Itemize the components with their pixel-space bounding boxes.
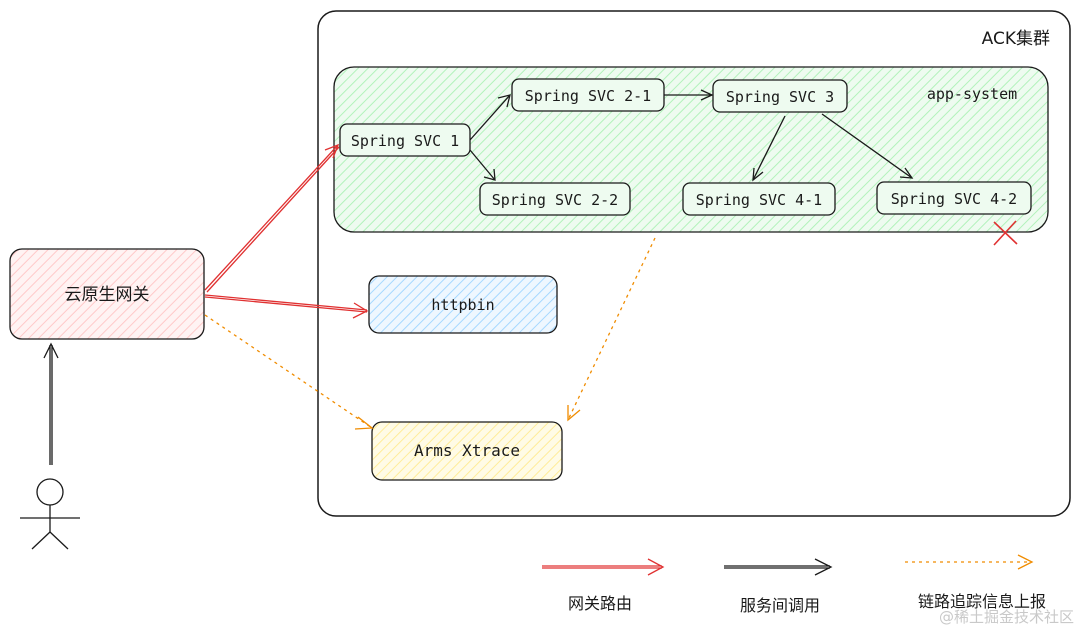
trace-report-arrows [204, 237, 656, 430]
httpbin-label: httpbin [431, 296, 494, 314]
legend-gateway-route: 网关路由 [542, 558, 665, 613]
user-request-arrow [43, 342, 59, 465]
failure-x-mark [993, 220, 1018, 246]
arrow-namespace-to-tracing [567, 237, 656, 422]
legend-trace-report-label: 链路追踪信息上报 [918, 592, 1046, 611]
svc2-1-label: Spring SVC 2-1 [525, 87, 651, 105]
svc4-1-box: Spring SVC 4-1 [682, 182, 836, 216]
svc2-2-label: Spring SVC 2-2 [492, 191, 618, 209]
svc1-label: Spring SVC 1 [351, 132, 459, 150]
cluster-label: ACK集群 [982, 29, 1050, 49]
arrow-gateway-to-svc1 [204, 143, 340, 293]
tracing-label: Arms Xtrace [414, 441, 520, 460]
arrow-gateway-to-httpbin [204, 294, 369, 319]
service-call-arrows [469, 89, 914, 182]
legend-gateway-route-label: 网关路由 [568, 594, 632, 613]
ack-cluster: ACK集群 [317, 10, 1071, 517]
svc4-2-box: Spring SVC 4-2 [876, 181, 1032, 215]
arrow-svc3-to-svc4-2 [821, 113, 914, 179]
svc3-label: Spring SVC 3 [726, 88, 834, 106]
watermark: @稀土掘金技术社区 [939, 608, 1074, 626]
svc2-1-box: Spring SVC 2-1 [511, 78, 665, 112]
gateway-route-arrows [204, 143, 369, 319]
arrow-svc2-1-to-svc3 [664, 89, 714, 101]
svc4-1-label: Spring SVC 4-1 [696, 191, 822, 209]
legend-service-call-label: 服务间调用 [740, 596, 820, 615]
legend-service-call: 服务间调用 [724, 558, 833, 615]
user-figure-icon [20, 478, 80, 550]
legend-trace-report: 链路追踪信息上报 [905, 554, 1046, 611]
arrow-svc3-to-svc4-1 [752, 115, 786, 182]
gateway-label: 云原生网关 [65, 285, 150, 305]
namespace-label: app-system [927, 85, 1017, 103]
arrow-svc1-to-svc2-2 [469, 149, 496, 181]
svc1-box: Spring SVC 1 [339, 123, 471, 157]
svc3-box: Spring SVC 3 [712, 79, 848, 113]
arrow-svc1-to-svc2-1 [469, 94, 511, 141]
httpbin-box: httpbin [368, 275, 558, 334]
legend: 网关路由 服务间调用 链路追踪信息上报 [542, 554, 1046, 615]
tracing-box: Arms Xtrace [371, 421, 563, 481]
gateway-box: 云原生网关 [9, 248, 205, 340]
svc2-2-box: Spring SVC 2-2 [479, 182, 631, 216]
svc4-2-label: Spring SVC 4-2 [891, 190, 1017, 208]
arrow-gateway-to-tracing [204, 314, 374, 430]
